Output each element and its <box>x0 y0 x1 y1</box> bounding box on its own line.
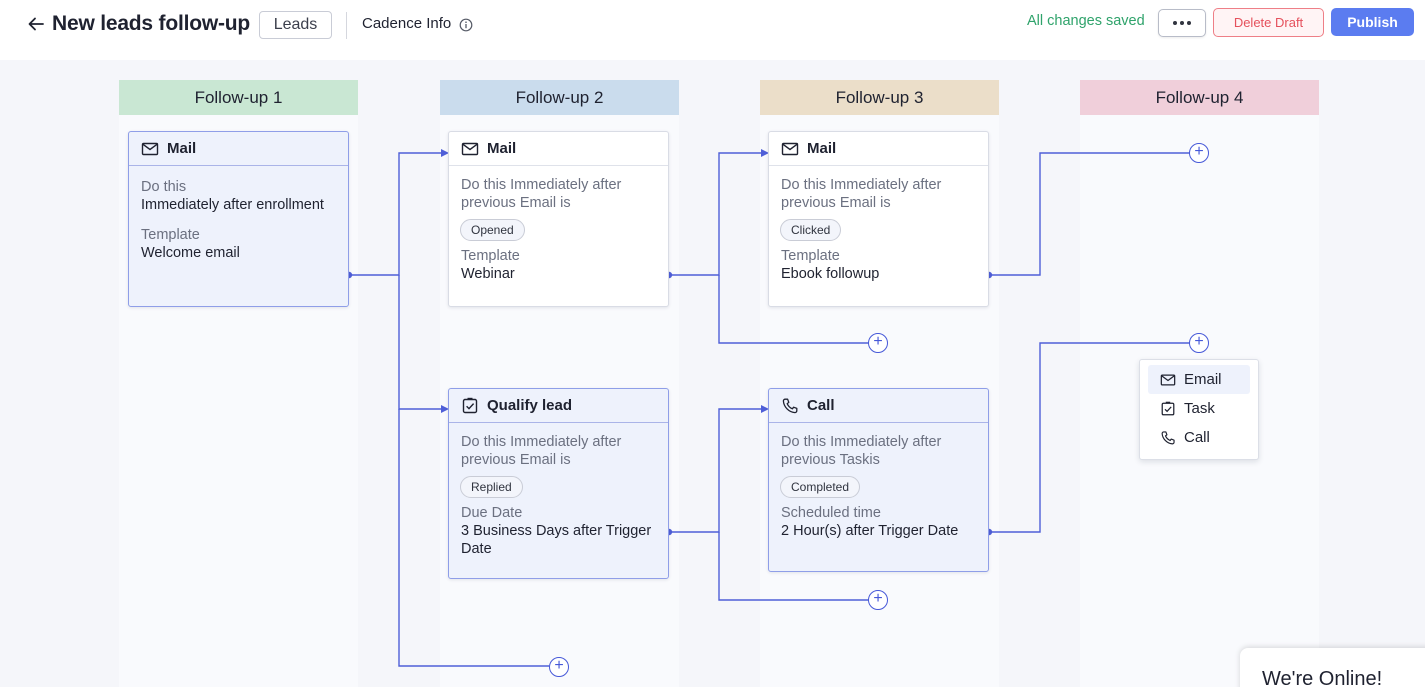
add-step-plus-icon[interactable]: + <box>868 590 888 610</box>
field-value: 2 Hour(s) after Trigger Date <box>781 523 959 539</box>
task-check-icon <box>1161 401 1175 415</box>
menu-item-label: Email <box>1184 371 1222 388</box>
save-status: All changes saved <box>1027 13 1145 29</box>
column-header-followup-4: Follow-up 4 <box>1080 80 1319 115</box>
module-chip[interactable]: Leads <box>259 11 332 39</box>
add-step-plus-icon[interactable]: + <box>1189 333 1209 353</box>
field-value: 3 Business Days after Trigger Date <box>461 523 652 557</box>
card-type: Qualify lead <box>487 397 573 414</box>
card-type: Mail <box>167 140 197 157</box>
field-label: Do this Immediately after previous Email… <box>461 177 622 211</box>
mail-icon <box>781 142 799 155</box>
menu-item-email[interactable]: Email <box>1148 365 1250 394</box>
field-value: Immediately after enrollment <box>141 197 324 213</box>
field-value: Welcome email <box>141 245 240 261</box>
field-label: Do this <box>141 179 187 195</box>
delete-draft-button[interactable]: Delete Draft <box>1213 8 1324 37</box>
menu-item-label: Call <box>1184 429 1210 446</box>
more-dots-icon <box>1187 21 1191 25</box>
chat-widget[interactable]: We're Online! <box>1240 648 1425 687</box>
field-value: Ebook followup <box>781 266 880 282</box>
field-label: Template <box>461 248 520 264</box>
add-step-plus-icon[interactable]: + <box>1189 143 1209 163</box>
column-header-followup-3: Follow-up 3 <box>760 80 999 115</box>
field-label: Template <box>141 227 200 243</box>
phone-icon <box>782 398 798 413</box>
menu-item-label: Task <box>1184 400 1215 417</box>
page-title: New leads follow-up <box>52 12 251 35</box>
mail-icon <box>1160 373 1176 386</box>
add-step-plus-icon[interactable]: + <box>549 657 569 677</box>
add-step-menu: Email Task Call <box>1139 359 1259 460</box>
menu-item-call[interactable]: Call <box>1148 423 1250 452</box>
card-header: Mail <box>769 132 988 166</box>
field-value: Webinar <box>461 266 515 282</box>
card-header: Mail <box>449 132 668 166</box>
step-card-mail-2[interactable]: Mail Do this Immediately after previous … <box>448 131 669 307</box>
publish-button[interactable]: Publish <box>1331 8 1414 36</box>
column-header-followup-2: Follow-up 2 <box>440 80 679 115</box>
more-dots-icon <box>1173 21 1177 25</box>
step-card-call[interactable]: Call Do this Immediately after previous … <box>768 388 989 572</box>
card-header: Mail <box>129 132 348 166</box>
card-type: Mail <box>807 140 837 157</box>
header-divider <box>346 12 347 39</box>
condition-pill: Replied <box>460 476 523 498</box>
top-bar: New leads follow-up Leads Cadence Info A… <box>0 0 1425 60</box>
mail-icon <box>461 142 479 155</box>
more-options-button[interactable] <box>1158 9 1206 37</box>
condition-pill: Completed <box>780 476 861 498</box>
menu-item-task[interactable]: Task <box>1148 394 1250 423</box>
back-arrow-icon[interactable] <box>26 14 46 34</box>
field-label: Do this Immediately after previous Email… <box>461 434 622 468</box>
column-header-followup-1: Follow-up 1 <box>119 80 358 115</box>
card-header: Qualify lead <box>449 389 668 423</box>
field-label: Due Date <box>461 505 523 521</box>
phone-icon <box>1161 430 1175 444</box>
task-check-icon <box>462 397 478 413</box>
chat-status-text: We're Online! <box>1262 668 1383 687</box>
card-type: Mail <box>487 140 517 157</box>
condition-pill: Clicked <box>780 219 842 241</box>
cadence-info-link[interactable]: Cadence Info <box>362 15 473 32</box>
add-step-plus-icon[interactable]: + <box>868 333 888 353</box>
field-label: Do this Immediately after previous Taski… <box>781 434 942 468</box>
field-label: Scheduled time <box>781 505 881 521</box>
step-card-mail-1[interactable]: Mail Do this Immediately after enrollmen… <box>128 131 349 307</box>
mail-icon <box>141 142 159 155</box>
cadence-info-label: Cadence Info <box>362 15 452 32</box>
card-header: Call <box>769 389 988 423</box>
more-dots-icon <box>1180 21 1184 25</box>
info-icon <box>459 18 473 31</box>
condition-pill: Opened <box>460 219 525 241</box>
card-type: Call <box>807 397 835 414</box>
field-label: Template <box>781 248 840 264</box>
step-card-qualify-lead[interactable]: Qualify lead Do this Immediately after p… <box>448 388 669 579</box>
field-label: Do this Immediately after previous Email… <box>781 177 942 211</box>
step-card-mail-3[interactable]: Mail Do this Immediately after previous … <box>768 131 989 307</box>
